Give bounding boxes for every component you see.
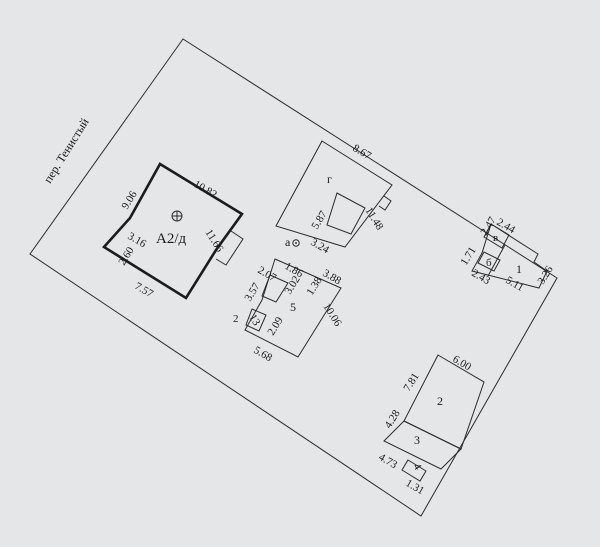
building-13-outline — [245, 308, 267, 332]
dim-2-left: 7.81 — [401, 371, 421, 394]
building-g-inner — [326, 192, 366, 235]
main-house: А2/д 9.06 10.82 3.16 2.60 11.66 7.57 — [101, 162, 244, 300]
dim-main-bottom: 7.57 — [133, 280, 156, 300]
dim-2-top: 6.00 — [451, 353, 474, 373]
point-a-icon-dot — [295, 242, 297, 244]
building-1-label: 1 — [516, 262, 522, 276]
building-2-label: 2 — [437, 394, 443, 408]
building-5-inner — [261, 274, 289, 303]
building-1-divider — [487, 244, 506, 277]
main-house-porch — [215, 230, 244, 266]
dim-5-left-a: 3.57 — [242, 280, 263, 303]
building-5: 5 13 2.07 1.86 3.88 3.02 1.38 3.57 2.09 … — [233, 258, 344, 364]
dim-g-top: 8.67 — [351, 142, 374, 162]
building-b-label: б — [486, 257, 492, 269]
building-g-porch — [378, 195, 392, 211]
dim-1-e: 5.11 — [504, 274, 526, 294]
dim-main-right: 11.66 — [202, 227, 225, 254]
plot-boundary — [29, 38, 558, 517]
dim-g-bottom: 3.24 — [309, 236, 332, 256]
building-4-outline — [401, 459, 427, 482]
building-1-outline — [471, 223, 548, 289]
main-house-label: А2/д — [156, 231, 187, 247]
building-5-label: 5 — [290, 300, 296, 314]
building-g: г 8.67 5.87 11.48 3.24 — [275, 140, 393, 256]
dim-3-left: 4.28 — [382, 407, 403, 430]
dim-3-bottom-a: 4.73 — [377, 451, 400, 471]
point-a-icon — [292, 239, 300, 247]
dim-main-top: 10.82 — [192, 178, 219, 201]
dim-5-bottom: 5.68 — [252, 344, 275, 364]
building-3-label: 3 — [414, 433, 420, 447]
building-v-outline — [483, 223, 510, 249]
building-5-outline — [244, 258, 342, 358]
building-g-label: г — [327, 172, 332, 186]
building-1: 1 в б 2.47 2.44 1.71 2.43 5.11 3.26 — [458, 214, 556, 294]
dim-5-left-c: 2 — [233, 313, 239, 325]
dim-5-left-b: 2.09 — [265, 314, 286, 337]
building-g-outline — [275, 140, 393, 248]
building-4-label: 4 — [410, 461, 423, 472]
building-3-outline — [383, 420, 462, 470]
dim-1-d: 2.43 — [470, 267, 493, 287]
main-house-outline — [101, 162, 244, 300]
building-v-label: в — [493, 232, 498, 244]
street-label: пер. Тенистый — [41, 115, 92, 186]
point-a-label: а — [285, 235, 291, 249]
building-b-outline — [477, 251, 501, 272]
dim-3-bottom-b: 1.31 — [404, 477, 427, 497]
dim-g-inner: 5.87 — [309, 208, 330, 231]
point-a: а — [285, 235, 300, 249]
building-2-3: 2 3 4 6.00 7.81 4.28 4.73 1.31 — [377, 353, 485, 497]
